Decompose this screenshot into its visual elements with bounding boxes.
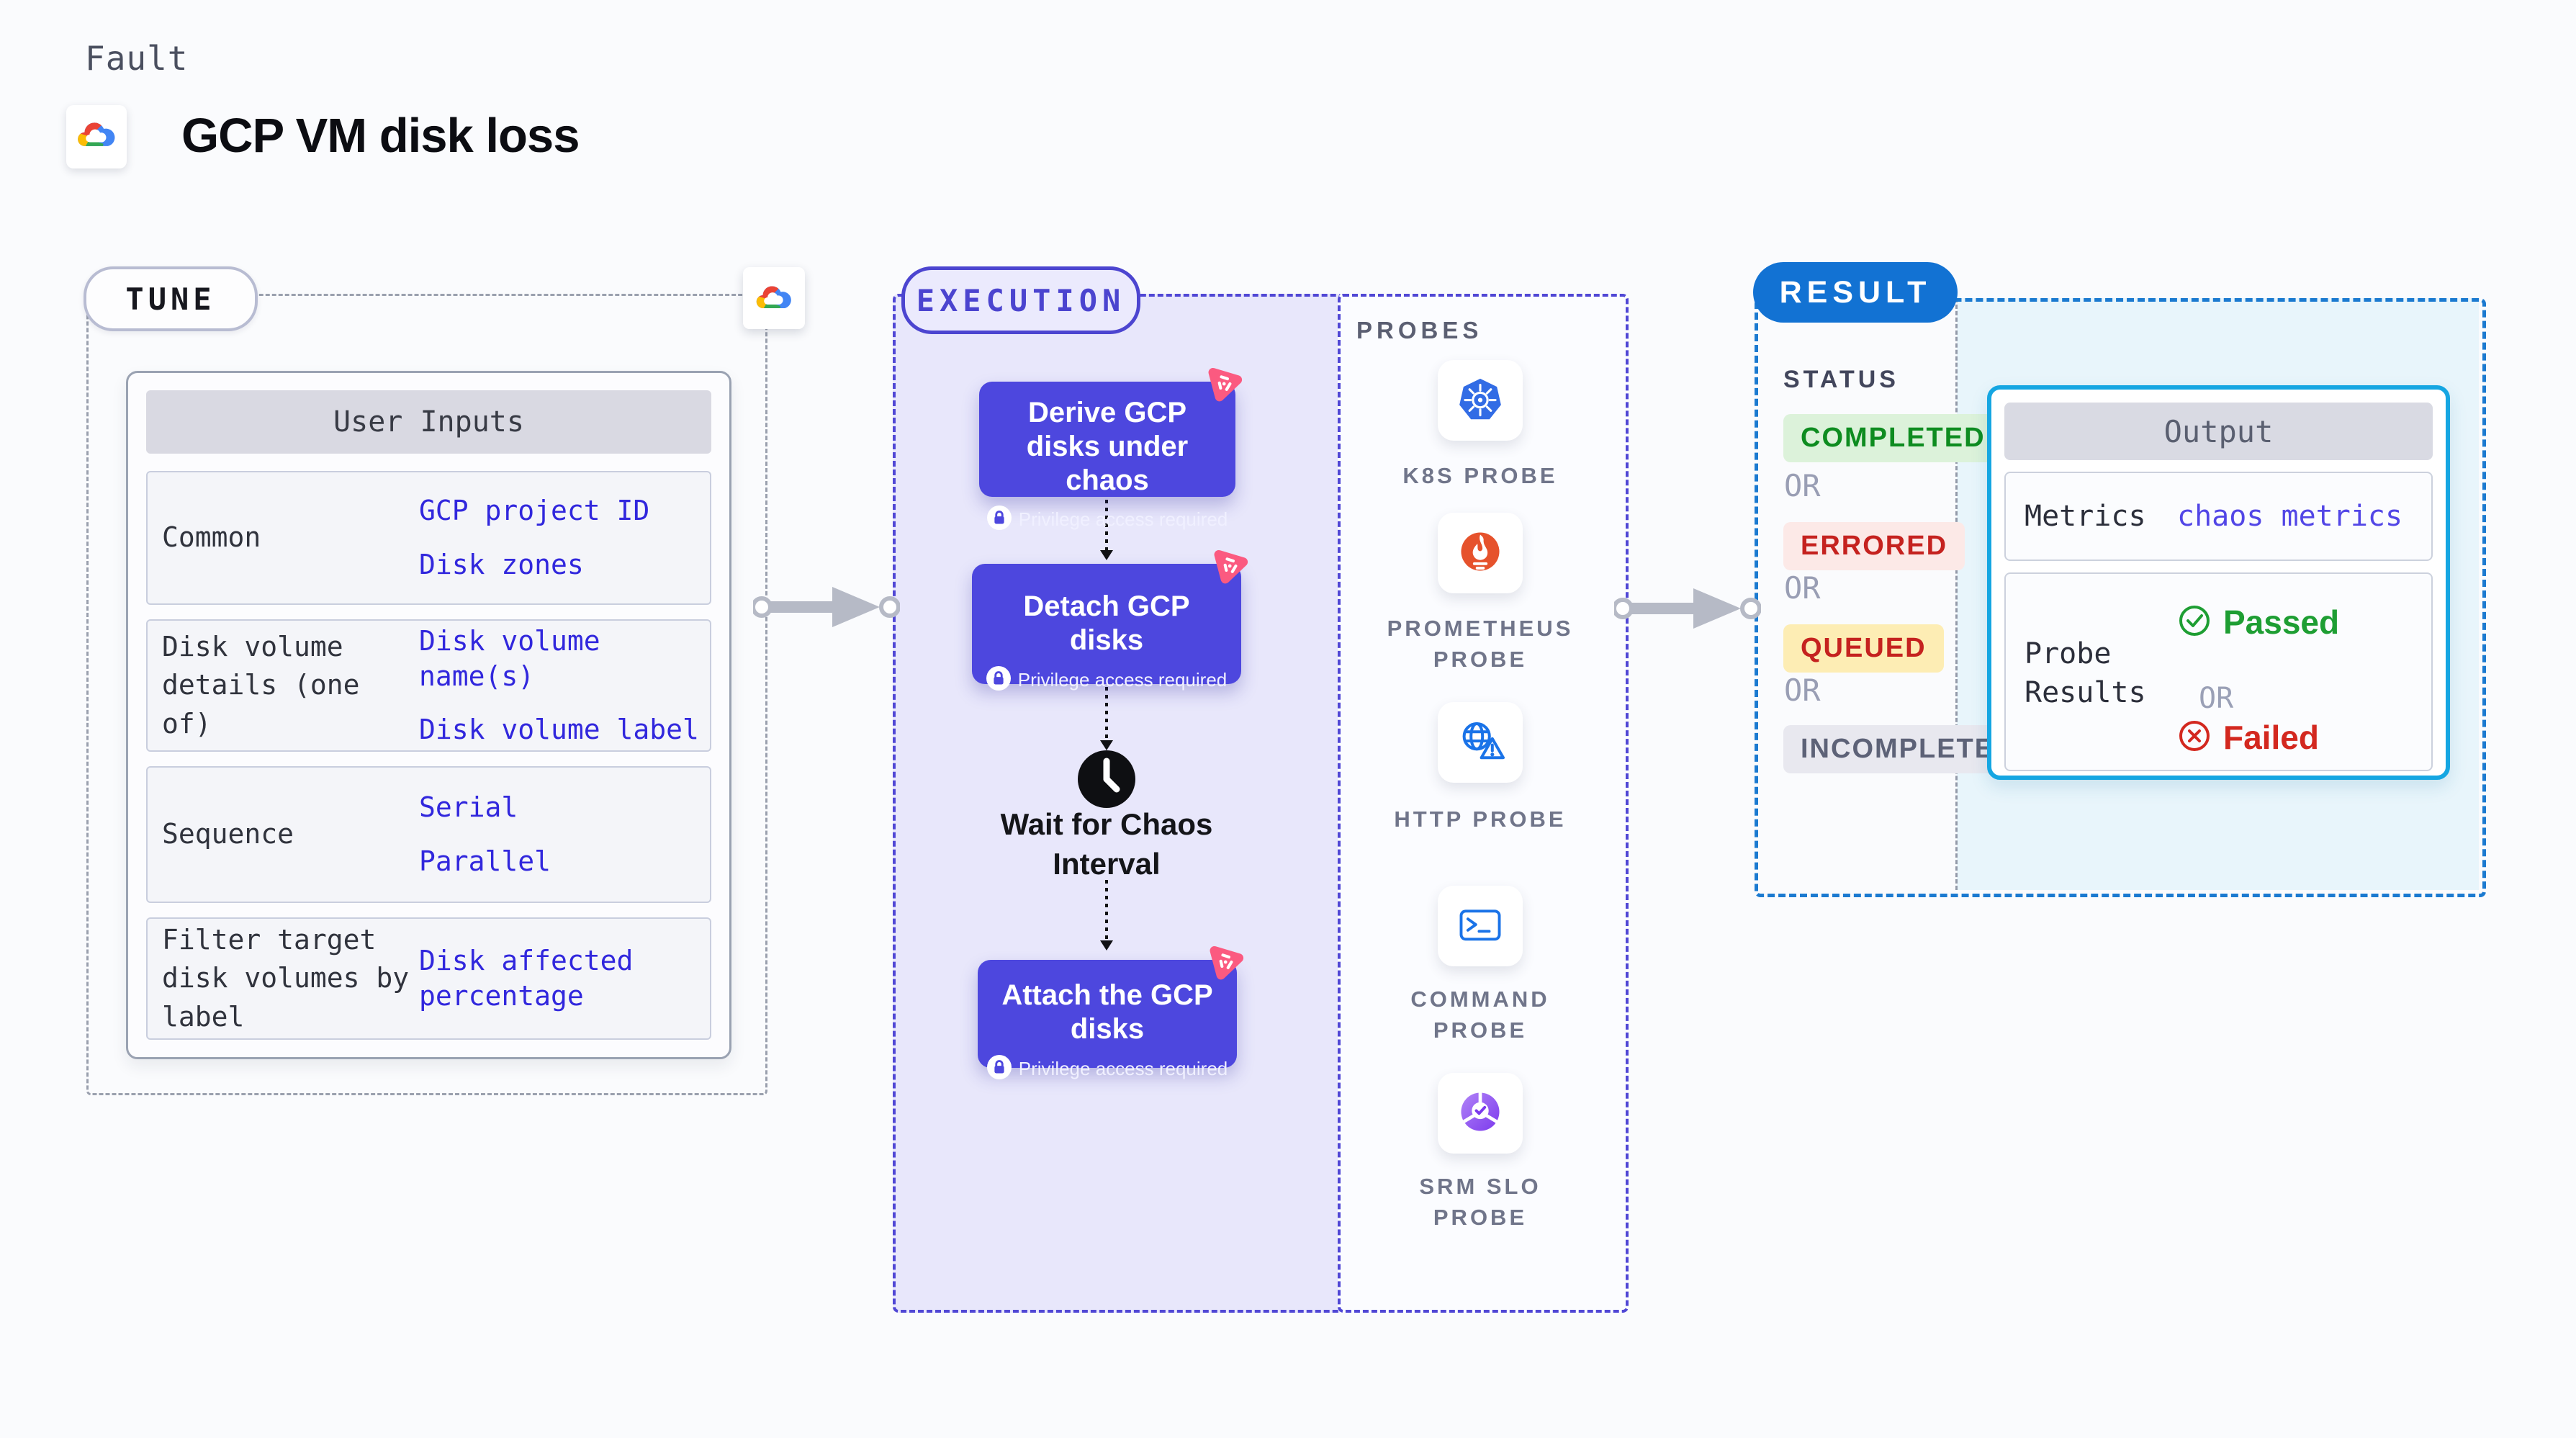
row-label: Filter target disk volumes by label bbox=[162, 924, 410, 1033]
fault-kicker: Fault bbox=[85, 39, 189, 78]
row-value: GCP project ID bbox=[419, 495, 650, 527]
result-divider bbox=[1955, 298, 1958, 890]
x-circle-icon bbox=[2177, 719, 2212, 757]
status-badge-errored: ERRORED bbox=[1783, 522, 1965, 570]
user-inputs-header: User Inputs bbox=[146, 390, 711, 454]
probe-label: COMMAND PROBE bbox=[1410, 987, 1550, 1043]
result-badge: RESULT bbox=[1753, 262, 1958, 323]
table-row: Sequence Serial Parallel bbox=[146, 766, 711, 903]
probes-heading: PROBES bbox=[1356, 317, 1483, 343]
tune-badge: TUNE bbox=[84, 266, 258, 331]
lock-icon bbox=[986, 1054, 1012, 1083]
step-attach-gcp-disks: Attach the GCP disks Privilege access re… bbox=[978, 945, 1244, 1079]
terminal-icon bbox=[1452, 896, 1508, 956]
step-title: Derive GCP disks under chaos bbox=[1026, 397, 1189, 496]
status-badge-completed: COMPLETED bbox=[1783, 414, 2003, 462]
probe-card bbox=[1438, 702, 1523, 783]
chaos-badge-icon bbox=[1202, 360, 1248, 406]
status-badge-queued: QUEUED bbox=[1783, 624, 1944, 673]
metrics-value: chaos metrics bbox=[2177, 500, 2403, 533]
row-label: Common bbox=[162, 521, 261, 554]
metrics-label: Metrics bbox=[2025, 500, 2146, 533]
output-header: Output bbox=[2004, 403, 2433, 460]
row-label: Sequence bbox=[162, 818, 294, 850]
passed-label: Passed bbox=[2223, 603, 2340, 641]
connector-arrow bbox=[1100, 940, 1113, 951]
slo-check-icon bbox=[1452, 1084, 1508, 1143]
execution-badge: EXECUTION bbox=[901, 266, 1140, 334]
table-row: Filter target disk volumes by label Disk… bbox=[146, 917, 711, 1040]
probe-label: PROMETHEUS PROBE bbox=[1387, 616, 1574, 672]
tune-to-execution-arrow bbox=[753, 587, 900, 627]
clock-icon bbox=[1076, 749, 1137, 813]
probes-to-result-arrow bbox=[1614, 588, 1761, 629]
privilege-note: Privilege access required bbox=[1018, 508, 1228, 531]
check-circle-icon bbox=[2177, 603, 2212, 642]
status-heading: STATUS bbox=[1783, 366, 1899, 393]
failed-label: Failed bbox=[2223, 719, 2319, 756]
connector-arrow bbox=[1100, 550, 1113, 560]
row-value: Disk volume label bbox=[419, 714, 699, 746]
user-inputs-card: User Inputs Common GCP project ID Disk z… bbox=[126, 371, 731, 1059]
connector-arrow bbox=[1100, 740, 1113, 750]
metrics-row: Metrics chaos metrics bbox=[2004, 472, 2433, 561]
probe-card bbox=[1438, 513, 1523, 593]
output-card: Output Metrics chaos metrics Probe Resul… bbox=[1987, 385, 2450, 780]
wait-for-chaos-interval-label: Wait for Chaos Interval bbox=[1000, 807, 1213, 881]
probe-card bbox=[1438, 1073, 1523, 1154]
connector-line bbox=[1105, 880, 1108, 942]
step-title: Detach GCP disks bbox=[1023, 590, 1190, 656]
row-value: Disk zones bbox=[419, 549, 584, 580]
table-row: Common GCP project ID Disk zones bbox=[146, 471, 711, 605]
chaos-badge-icon bbox=[1207, 542, 1253, 588]
probe-card bbox=[1438, 886, 1523, 966]
privilege-note: Privilege access required bbox=[1018, 1057, 1228, 1079]
lock-icon bbox=[986, 665, 1011, 694]
connector-line bbox=[1105, 687, 1108, 742]
probe-results-label: Probe Results bbox=[2025, 637, 2146, 709]
table-row: Disk volume details (one of) Disk volume… bbox=[146, 619, 711, 752]
probe-label: HTTP PROBE bbox=[1394, 806, 1567, 832]
row-label: Disk volume details (one of) bbox=[162, 631, 360, 740]
row-value: Disk volume name(s) bbox=[419, 625, 600, 692]
failed-verdict: Failed bbox=[2177, 718, 2319, 757]
probe-results-row: Probe Results Passed OR Failed bbox=[2004, 572, 2433, 771]
row-value: Parallel bbox=[419, 845, 551, 877]
chaos-badge-icon bbox=[1203, 938, 1249, 984]
probe-label: K8S PROBE bbox=[1402, 463, 1558, 488]
probe-label: SRM SLO PROBE bbox=[1419, 1174, 1541, 1230]
row-value: Disk affected percentage bbox=[419, 945, 634, 1012]
row-value: Serial bbox=[419, 791, 518, 824]
prometheus-icon bbox=[1452, 523, 1508, 583]
page-title: GCP VM disk loss bbox=[181, 109, 580, 163]
or-label: OR bbox=[1784, 468, 1821, 503]
or-label: OR bbox=[1784, 570, 1821, 606]
privilege-note: Privilege access required bbox=[1017, 668, 1228, 691]
step-title: Attach the GCP disks bbox=[1001, 979, 1213, 1045]
kubernetes-icon bbox=[1452, 371, 1508, 431]
connector-line bbox=[1105, 500, 1108, 552]
tune-region bbox=[86, 294, 767, 1095]
lock-icon bbox=[986, 505, 1012, 534]
passed-verdict: Passed bbox=[2177, 603, 2339, 642]
step-derive-gcp-disks: Derive GCP disks under chaos Privilege a… bbox=[979, 367, 1243, 531]
http-globe-warning-icon bbox=[1451, 712, 1509, 773]
gcp-cloud-icon bbox=[73, 117, 120, 158]
probe-card bbox=[1438, 360, 1523, 441]
probes-region bbox=[1338, 294, 1629, 1313]
gcp-cloud-icon bbox=[743, 267, 805, 329]
or-label: OR bbox=[2199, 682, 2234, 715]
gcp-logo-card bbox=[66, 105, 127, 168]
or-label: OR bbox=[1784, 673, 1821, 708]
step-detach-gcp-disks: Detach GCP disks Privilege access requir… bbox=[972, 549, 1248, 691]
